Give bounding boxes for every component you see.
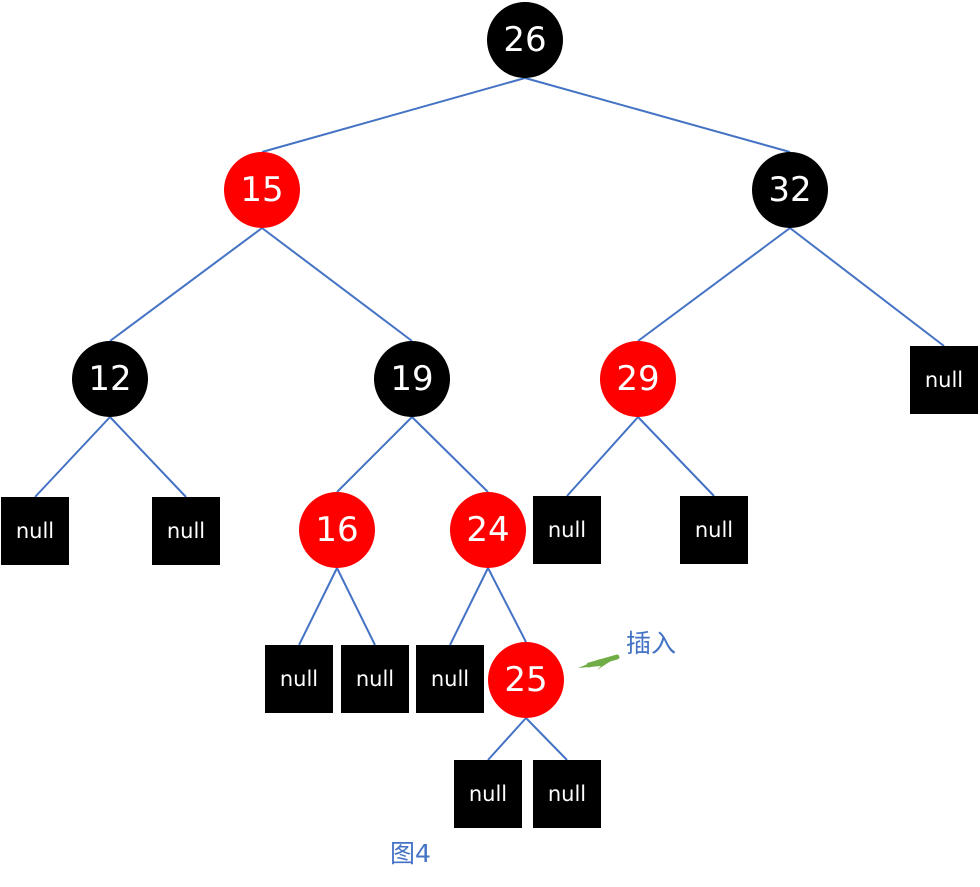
null-leaf-label: null — [431, 667, 469, 691]
null-leaf-label: null — [280, 667, 318, 691]
red-node-circle — [299, 492, 375, 568]
null-leaf-box — [1, 497, 69, 565]
edge-n25-null-25-right — [525, 717, 568, 761]
tree-node-25: 25 — [488, 642, 564, 718]
black-node-circle — [374, 341, 450, 417]
null-leaf-box — [416, 645, 484, 713]
tree-node-26: 26 — [487, 2, 563, 78]
null-leaf: null — [152, 497, 220, 565]
edges-layer — [34, 77, 945, 761]
node-label: 32 — [768, 170, 811, 210]
edge-n26-n32 — [524, 77, 791, 153]
black-node-circle — [72, 341, 148, 417]
null-leaf-label: null — [548, 782, 586, 806]
annotation-layer: 插入 图4 — [390, 629, 676, 868]
edge-n15-n12 — [109, 227, 263, 342]
node-label: 29 — [616, 359, 659, 399]
node-label: 16 — [315, 510, 358, 550]
null-leaf: null — [533, 760, 601, 828]
edge-n12-null-12-right — [109, 416, 187, 498]
null-leaf-label: null — [16, 519, 54, 543]
null-leaf-box — [265, 645, 333, 713]
red-node-circle — [450, 492, 526, 568]
red-node-circle — [600, 341, 676, 417]
edge-n15-n19 — [261, 227, 413, 342]
edge-n24-n25 — [487, 567, 527, 643]
null-leaf-box — [910, 346, 978, 414]
edge-n24-null-24-left — [449, 567, 489, 646]
red-node-circle — [488, 642, 564, 718]
black-node-circle — [487, 2, 563, 78]
edge-n19-n16 — [336, 416, 413, 493]
tree-node-29: 29 — [600, 341, 676, 417]
edge-n29-null-29-right — [637, 416, 715, 497]
tree-node-24: 24 — [450, 492, 526, 568]
null-leaf: null — [910, 346, 978, 414]
null-leaf-label: null — [469, 782, 507, 806]
null-leaf: null — [680, 496, 748, 564]
node-label: 24 — [466, 510, 509, 550]
edge-n12-null-12-left — [34, 416, 111, 498]
null-leaf-box — [533, 496, 601, 564]
edge-n16-null-16-right — [336, 567, 376, 646]
edge-n26-n15 — [261, 77, 526, 153]
null-leaf: null — [416, 645, 484, 713]
null-leaf: null — [265, 645, 333, 713]
null-leaf-label: null — [695, 518, 733, 542]
null-leaf: null — [341, 645, 409, 713]
null-leaf-box — [152, 497, 220, 565]
node-label: 19 — [390, 359, 433, 399]
null-leaf: null — [533, 496, 601, 564]
null-leaf-box — [533, 760, 601, 828]
nodes-layer: 26 15 32 12 19 29 16 24 25 null null null null null nu… — [1, 2, 978, 828]
null-leaf: null — [454, 760, 522, 828]
black-node-circle — [752, 152, 828, 228]
node-label: 12 — [88, 359, 131, 399]
insert-annotation-label: 插入 — [626, 629, 676, 658]
null-leaf-box — [341, 645, 409, 713]
tree-node-15: 15 — [224, 152, 300, 228]
null-leaf: null — [1, 497, 69, 565]
null-leaf-label: null — [548, 518, 586, 542]
edge-n32-null-32-right — [789, 227, 945, 347]
tree-node-19: 19 — [374, 341, 450, 417]
null-leaf-label: null — [167, 519, 205, 543]
null-leaf-label: null — [925, 368, 963, 392]
red-node-circle — [224, 152, 300, 228]
edge-n29-null-29-left — [566, 416, 639, 497]
edge-n16-null-16-left — [298, 567, 338, 646]
null-leaf-box — [680, 496, 748, 564]
null-leaf-label: null — [356, 667, 394, 691]
tree-node-16: 16 — [299, 492, 375, 568]
figure-caption: 图4 — [390, 839, 431, 868]
null-leaf-box — [454, 760, 522, 828]
arrow-shaft — [586, 654, 620, 668]
tree-node-12: 12 — [72, 341, 148, 417]
node-label: 25 — [504, 660, 547, 700]
tree-node-32: 32 — [752, 152, 828, 228]
edge-n32-n29 — [637, 227, 791, 342]
edge-n19-n24 — [411, 416, 489, 493]
node-label: 26 — [503, 20, 546, 60]
node-label: 15 — [240, 170, 283, 210]
edge-n25-null-25-left — [487, 717, 527, 761]
